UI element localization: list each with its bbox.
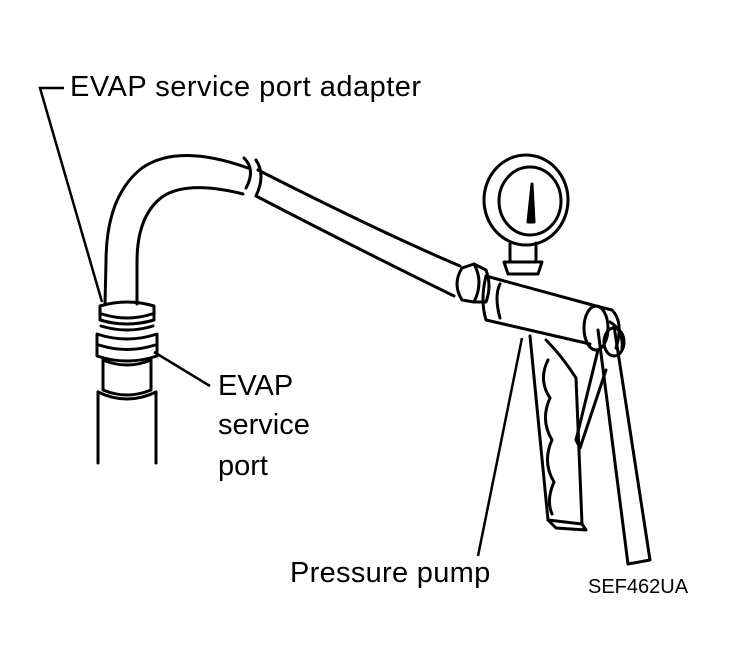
pressure-gauge-icon	[482, 153, 570, 276]
pressure-pump-label: Pressure pump	[290, 557, 491, 589]
figure-code-label: SEF462UA	[588, 576, 689, 598]
service-port-label-line-3: port	[218, 450, 268, 482]
pump-lever	[574, 320, 652, 566]
adapter-label: EVAP service port adapter	[70, 71, 422, 103]
hose	[103, 154, 462, 306]
hose-connector	[455, 262, 491, 304]
leader-lines	[38, 86, 524, 557]
service-port-adapter	[95, 300, 159, 363]
service-port-label-line-2: service	[218, 409, 310, 441]
hand-pump-icon	[528, 334, 588, 532]
service-port-label-line-1: EVAP	[218, 370, 294, 402]
evap-service-port	[96, 358, 158, 465]
